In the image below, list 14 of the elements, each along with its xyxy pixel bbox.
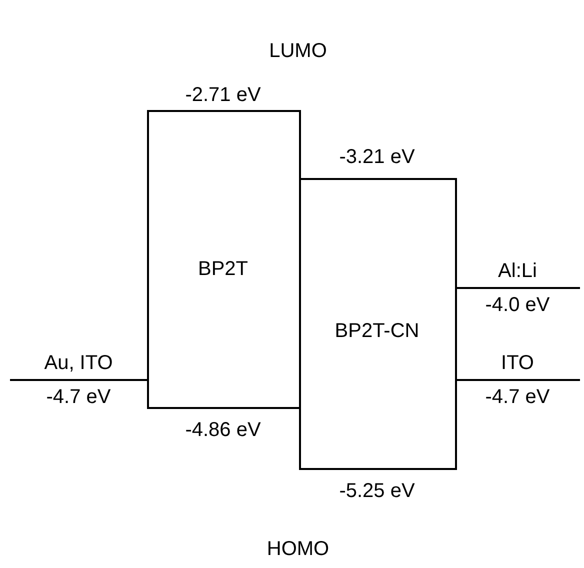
axis-label: HOMO	[266, 538, 330, 560]
axis-label: LUMO	[269, 40, 327, 62]
material-label: BP2T	[198, 258, 248, 280]
level-label: Al:Li	[498, 260, 537, 282]
energy-value: -5.25 eV	[339, 480, 415, 502]
energy-value: -3.21 eV	[339, 146, 415, 168]
energy-value: -2.71 eV	[185, 84, 261, 106]
energy-value: -4.7 eV	[485, 386, 550, 408]
level-label: ITO	[501, 352, 534, 374]
energy-value: -4.0 eV	[485, 294, 550, 316]
energy-value: -4.7 eV	[46, 386, 111, 408]
material-label: BP2T-CN	[334, 320, 420, 342]
energy-value: -4.86 eV	[185, 419, 261, 441]
level-label: Au, ITO	[44, 352, 113, 374]
